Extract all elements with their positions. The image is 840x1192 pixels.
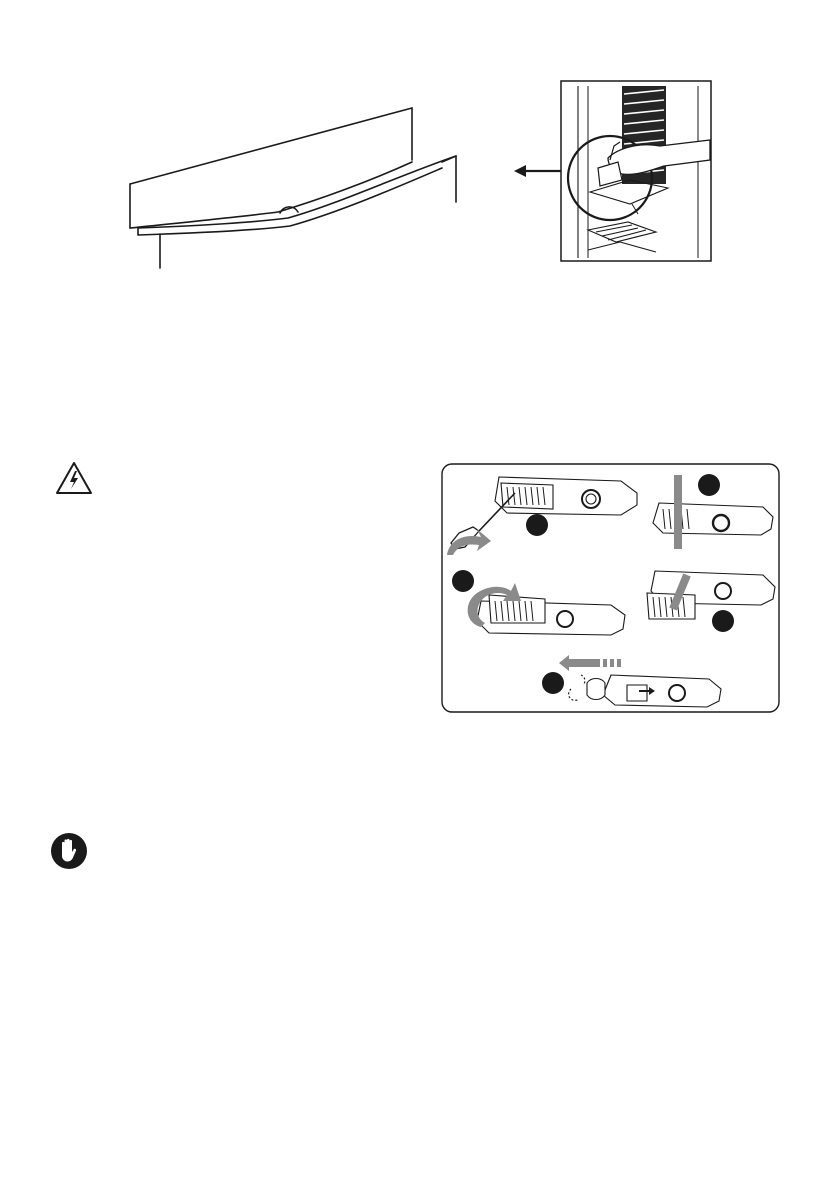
shelf-figure	[118, 100, 468, 270]
step-marker-2	[698, 474, 720, 496]
lamp-cover-steps-panel	[441, 463, 780, 713]
glass-shelf-drawing	[118, 100, 468, 270]
step-locate-cover	[653, 503, 773, 535]
step-marker-4	[712, 610, 734, 632]
step-marker-1	[526, 514, 548, 536]
lamp-cover-replacement-steps	[441, 463, 780, 713]
fridge-interior-removal-drawing	[560, 80, 712, 262]
interior-figure	[560, 80, 712, 262]
step-marker-5	[542, 672, 564, 694]
step-marker-3	[452, 570, 474, 592]
stop-hand-icon	[50, 832, 88, 870]
electric-shock-warning-icon	[55, 461, 93, 495]
